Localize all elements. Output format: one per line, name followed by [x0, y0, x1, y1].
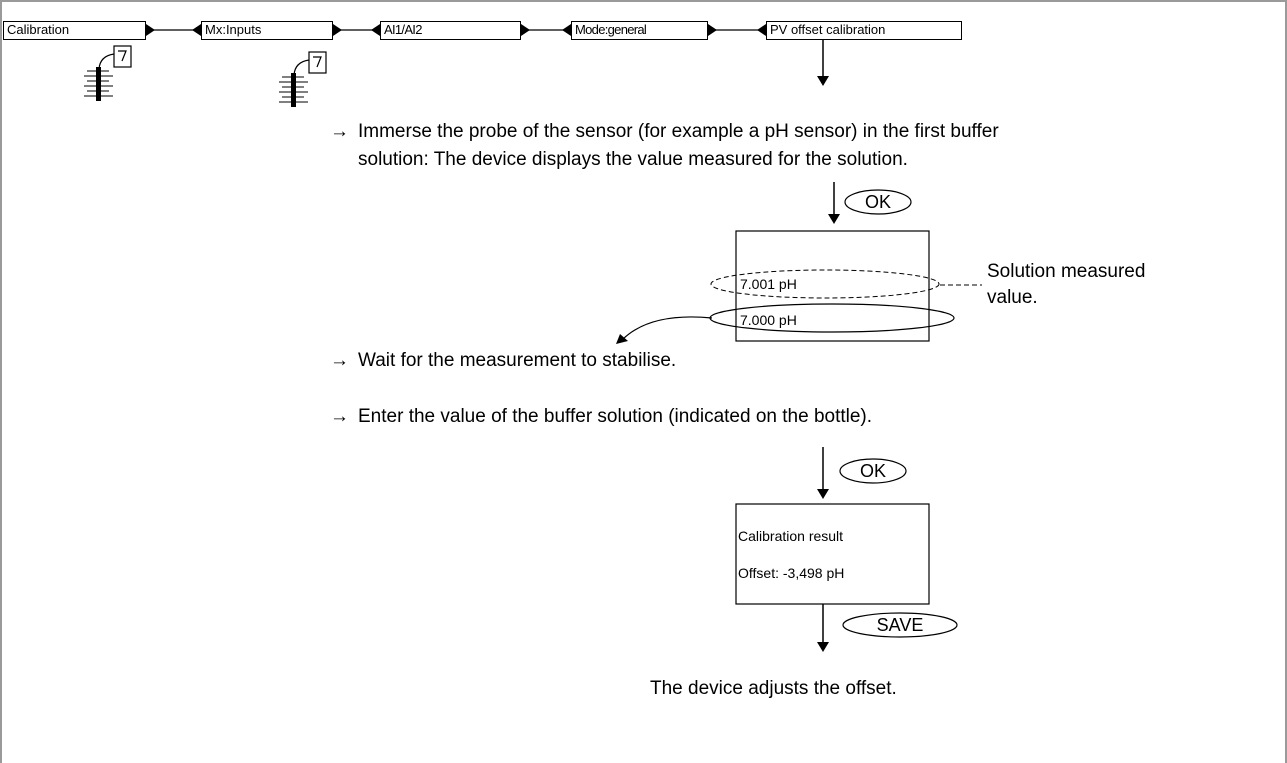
display-screen	[735, 503, 930, 605]
step-immerse-line2: solution: The device displays the value …	[358, 149, 908, 170]
arrow-glyph: →	[330, 350, 349, 371]
save-button-outline	[842, 612, 958, 638]
menu-connector	[333, 24, 380, 36]
menu-ai1-ai2: AI1/AI2	[380, 21, 521, 40]
menu-connector	[708, 24, 766, 36]
measured-value-highlight	[710, 269, 940, 299]
menu-mx-inputs: Mx:Inputs	[201, 21, 333, 40]
ok-button: OK	[864, 192, 891, 212]
step-wait: → Wait for the measurement to stabilise.	[330, 347, 676, 375]
ok-button: OK	[859, 461, 886, 481]
menu-mode-general: Mode:general	[571, 21, 708, 40]
save-step-arrow	[817, 604, 829, 652]
probe-in-liquid-icon	[84, 45, 132, 101]
menu-connector	[146, 24, 201, 36]
entered-value: 7.000 pH	[740, 312, 797, 328]
step-immerse-line1: Immerse the probe of the sensor (for exa…	[358, 121, 999, 142]
footer-text: The device adjusts the offset.	[650, 678, 897, 699]
arrow-glyph: →	[330, 406, 349, 427]
calibration-result-label: Calibration result	[738, 528, 844, 544]
menu-calibration: Calibration	[3, 21, 146, 40]
probe-in-liquid-icon	[279, 51, 327, 107]
annotation-label: Solution measured value.	[987, 261, 1146, 308]
measured-value: 7.001 pH	[740, 276, 797, 292]
display-screen	[735, 230, 930, 342]
save-button: SAVE	[876, 615, 924, 635]
edit-curve-arrow	[616, 316, 713, 344]
menu-connector	[521, 24, 571, 36]
ok-step-arrow	[828, 182, 840, 224]
step-enter: → Enter the value of the buffer solution …	[330, 403, 872, 431]
menu-pv-offset-calibration: PV offset calibration	[766, 21, 962, 40]
step-enter-text: Enter the value of the buffer solution (…	[358, 406, 873, 427]
ok-step-arrow	[817, 447, 829, 499]
ok-button-outline	[839, 458, 907, 484]
arrow-glyph: →	[330, 121, 349, 142]
step-immerse: → Immerse the probe of the sensor (for ex…	[330, 118, 999, 174]
offset-value: Offset: -3,498 pH	[738, 565, 845, 581]
down-arrow	[817, 40, 829, 86]
step-wait-text: Wait for the measurement to stabilise.	[358, 350, 677, 371]
ok-button-outline	[844, 189, 912, 215]
